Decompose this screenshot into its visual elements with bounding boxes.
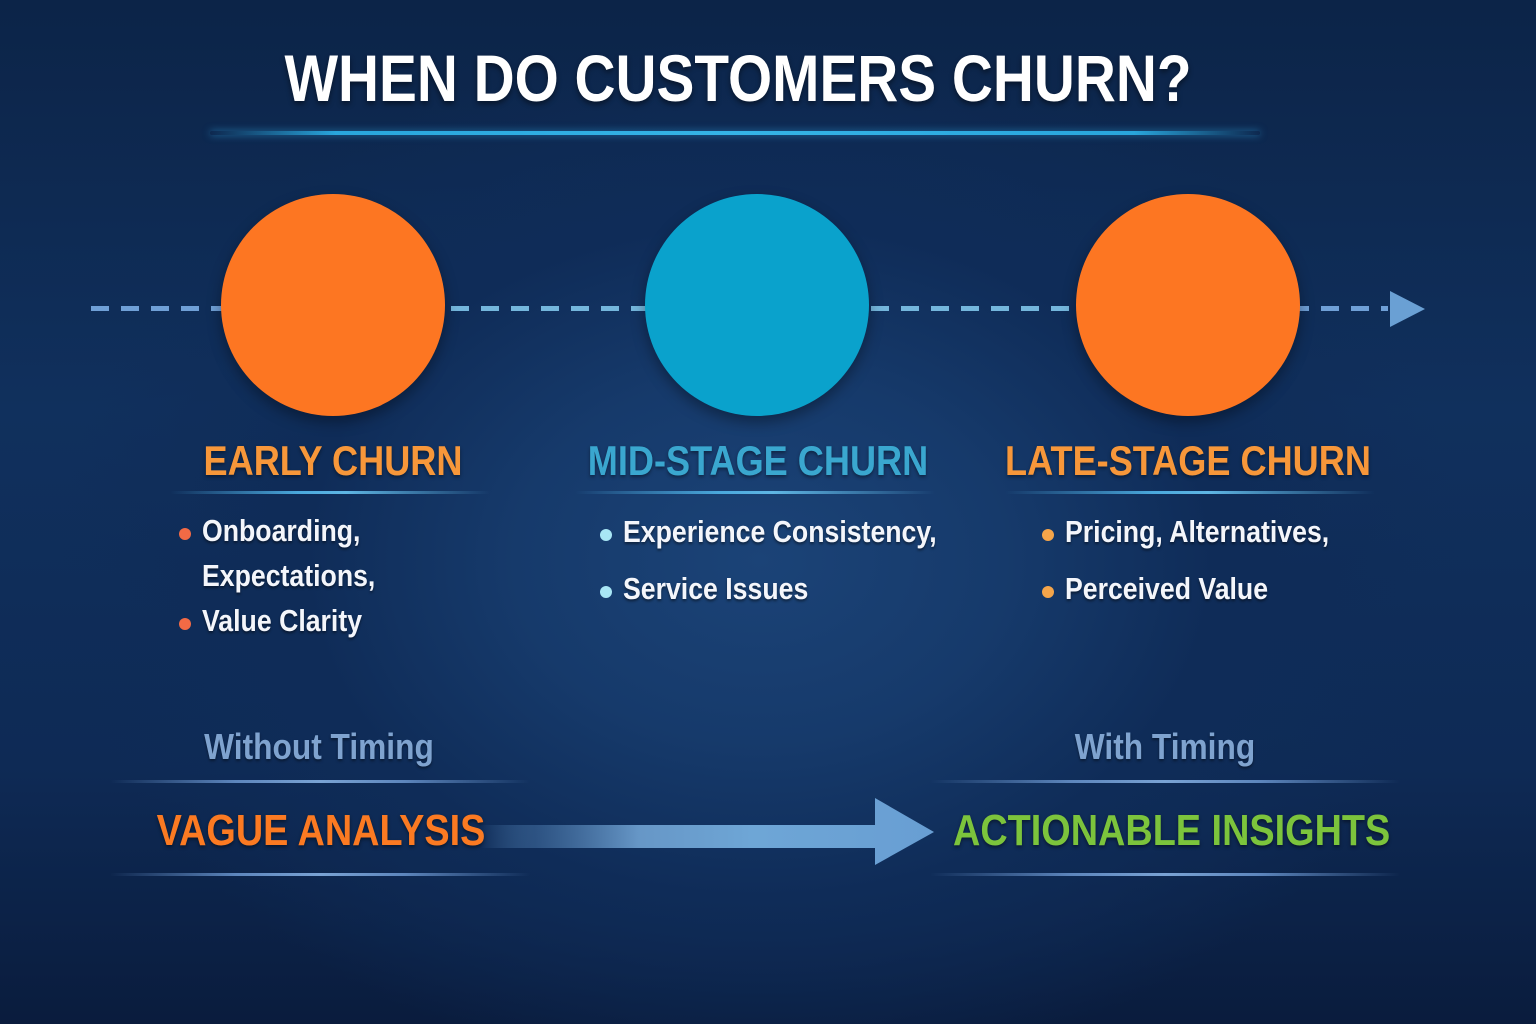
page-title: WHEN DO CUSTOMERS CHURN? xyxy=(284,41,1192,115)
timeline-dash xyxy=(571,306,589,311)
bullet-dot-icon xyxy=(600,529,612,541)
actionable-insights-result: ACTIONABLE INSIGHTS xyxy=(953,806,1391,855)
list-item: Perceived Value xyxy=(1042,571,1372,628)
timeline-dash xyxy=(601,306,619,311)
timeline-dash xyxy=(181,306,199,311)
timeline-arrowhead-icon xyxy=(1390,291,1425,327)
timeline-dash xyxy=(961,306,979,311)
bullet-dot-icon xyxy=(600,586,612,598)
late-stage-churn-heading: LATE-STAGE CHURN xyxy=(1005,437,1371,484)
list-item: Experience Consistency, xyxy=(600,514,988,571)
list-item: Service Issues xyxy=(600,571,988,628)
timeline-dash xyxy=(451,306,469,311)
late-stage-churn-divider xyxy=(1005,491,1375,494)
late-stage-churn-circle-icon xyxy=(1076,194,1300,416)
timeline-dash xyxy=(541,306,559,311)
timeline-dash xyxy=(1381,306,1388,311)
timeline-dash xyxy=(901,306,919,311)
timeline-dash xyxy=(481,306,499,311)
vague-analysis-result: VAGUE ANALYSIS xyxy=(156,806,486,855)
mid-stage-churn-factors: Experience Consistency, Service Issues xyxy=(600,514,988,628)
with-timing-bottom-divider xyxy=(930,873,1400,876)
mid-stage-churn-divider xyxy=(575,491,935,494)
timeline-dash xyxy=(1021,306,1039,311)
early-churn-factors: Onboarding, Expectations, Value Clarity xyxy=(179,513,404,648)
with-timing-label: With Timing xyxy=(1074,726,1256,767)
timeline-dash xyxy=(121,306,139,311)
without-timing-bottom-divider xyxy=(110,873,530,876)
timeline-dash xyxy=(1051,306,1069,311)
bullet-dot-icon xyxy=(1042,529,1054,541)
timeline-dash xyxy=(1351,306,1369,311)
timeline-dash xyxy=(1321,306,1339,311)
mid-stage-churn-heading: MID-STAGE CHURN xyxy=(587,437,929,484)
title-underline xyxy=(210,131,1260,135)
early-churn-circle-icon xyxy=(221,194,445,416)
list-item: Onboarding, xyxy=(179,513,404,558)
timeline-dash xyxy=(511,306,529,311)
without-timing-label: Without Timing xyxy=(204,726,434,767)
bullet-dot-icon xyxy=(179,618,191,630)
timeline-dash xyxy=(991,306,1009,311)
early-churn-heading: EARLY CHURN xyxy=(203,437,463,484)
list-item: Pricing, Alternatives, xyxy=(1042,514,1372,571)
timeline-dash xyxy=(91,306,109,311)
without-timing-top-divider xyxy=(110,780,530,783)
timeline-dash xyxy=(871,306,889,311)
bullet-dot-icon xyxy=(1042,586,1054,598)
bullet-dot-icon xyxy=(179,528,191,540)
timeline-dash xyxy=(931,306,949,311)
transition-arrow-icon xyxy=(480,798,934,865)
late-stage-churn-factors: Pricing, Alternatives, Perceived Value xyxy=(1042,514,1372,628)
with-timing-top-divider xyxy=(930,780,1400,783)
list-item: Value Clarity xyxy=(179,603,404,648)
mid-stage-churn-circle-icon xyxy=(645,194,869,416)
timeline-dash xyxy=(151,306,169,311)
list-item: Expectations, xyxy=(202,558,376,593)
early-churn-divider xyxy=(170,491,490,494)
